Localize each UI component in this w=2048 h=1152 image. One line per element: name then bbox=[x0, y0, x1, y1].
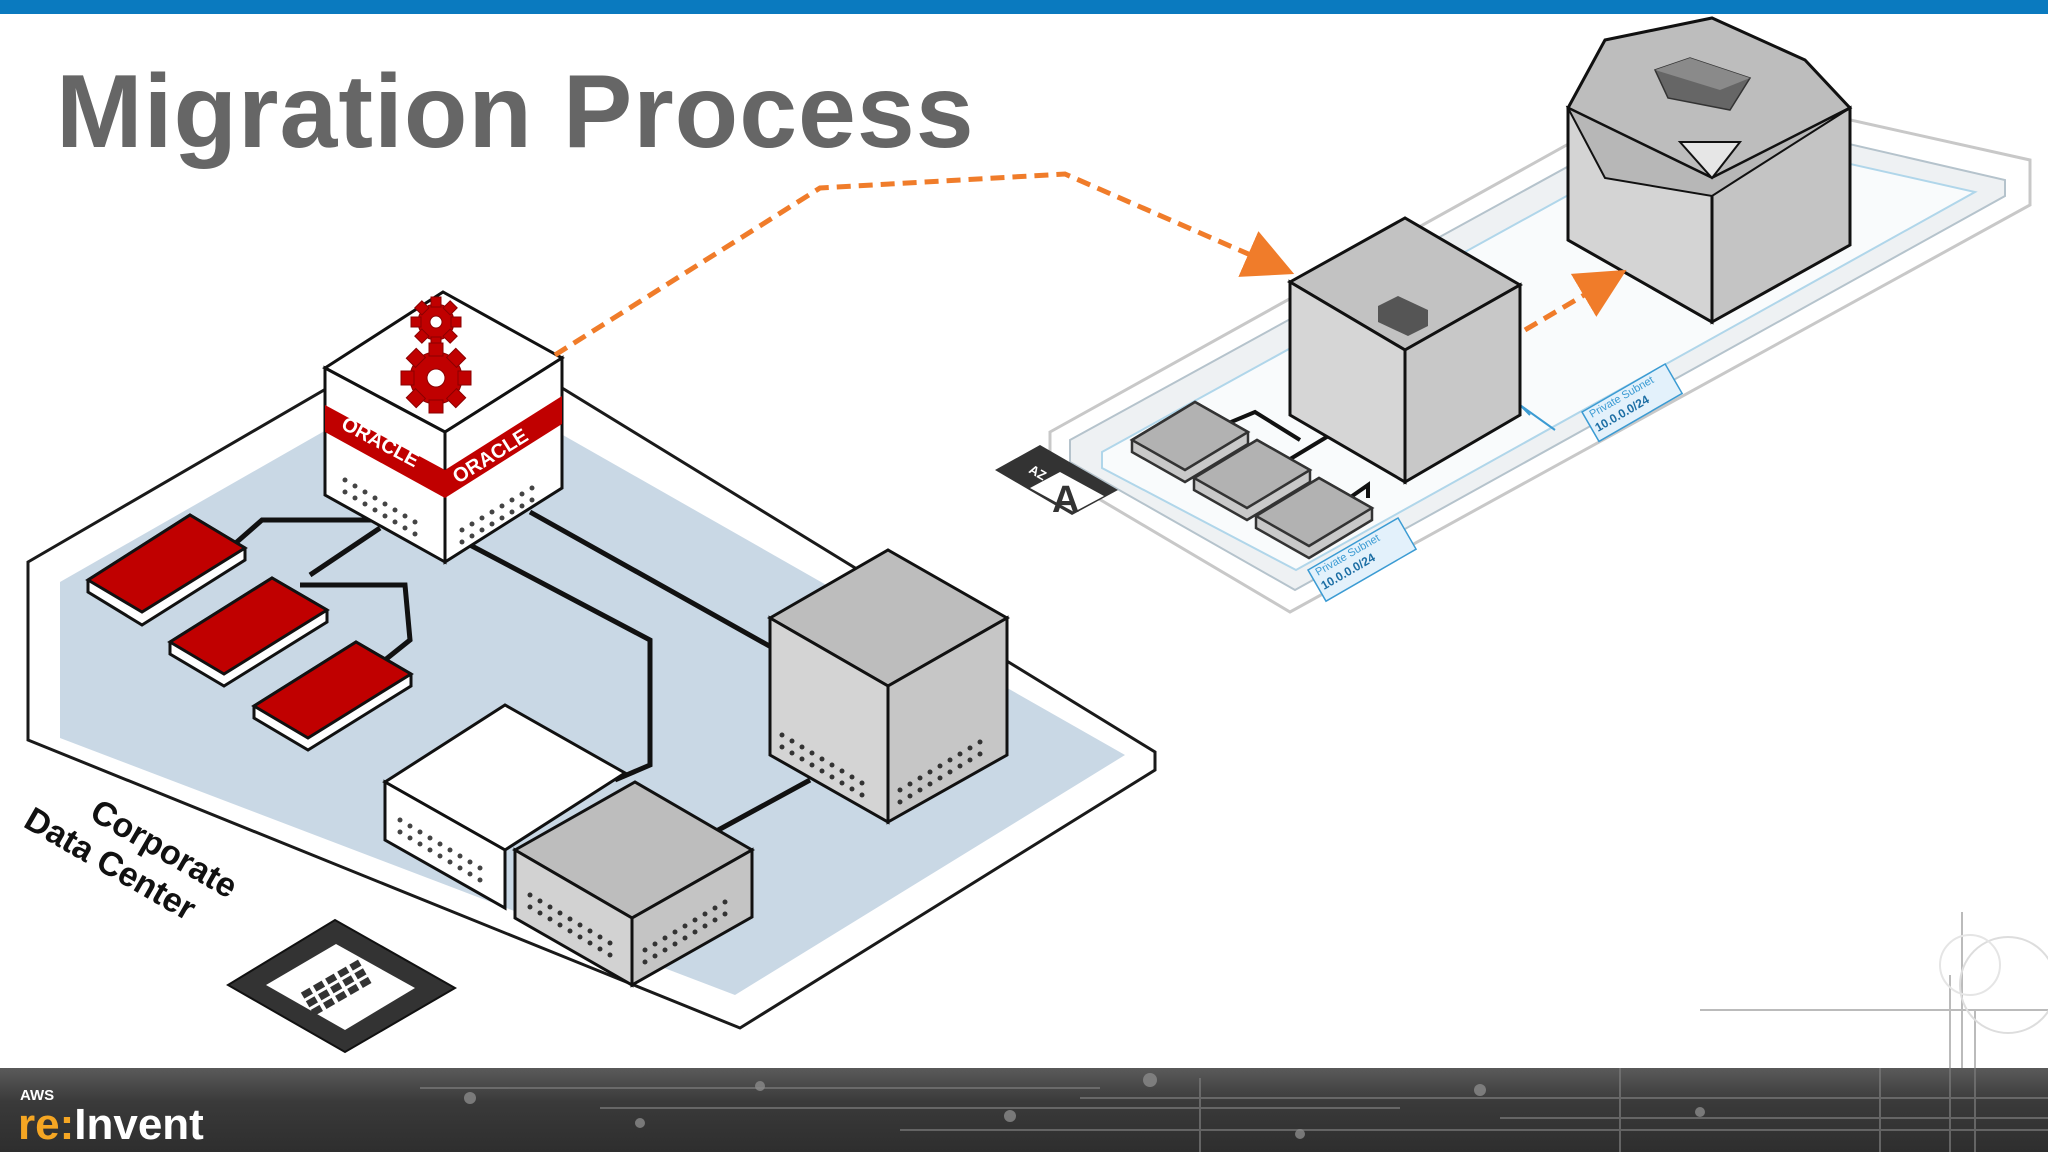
migration-arrow-to-ec2 bbox=[553, 171, 1295, 358]
storage-volume-1 bbox=[85, 513, 248, 627]
logo-re-text: re bbox=[18, 1100, 60, 1149]
grey-short-server bbox=[511, 780, 756, 988]
logo-aws-text: AWS bbox=[20, 1087, 55, 1104]
gear-icon bbox=[400, 342, 472, 414]
logo-invent-text: Invent bbox=[74, 1100, 204, 1149]
migration-arrow-to-rds bbox=[1523, 269, 1627, 333]
aws-vpc-platform bbox=[1048, 80, 2032, 614]
ebs-volume-3 bbox=[1253, 476, 1375, 560]
gear-icon bbox=[410, 296, 462, 348]
ebs-volume-1 bbox=[1129, 400, 1251, 484]
az-letter: A bbox=[1052, 479, 1079, 521]
storage-volume-2 bbox=[167, 576, 330, 688]
white-server bbox=[382, 703, 628, 911]
storage-volume-3 bbox=[251, 640, 414, 752]
migration-arrows bbox=[553, 171, 1627, 358]
grey-cube-server bbox=[766, 548, 1011, 825]
logo-colon-text: : bbox=[59, 1100, 75, 1149]
footer-circuit-pattern bbox=[420, 1068, 2048, 1152]
slide-title: Migration Process bbox=[56, 54, 975, 170]
top-accent-bar bbox=[0, 0, 2048, 14]
reinvent-logo: AWS re:Invent bbox=[18, 1088, 204, 1147]
ec2-instance bbox=[1286, 216, 1524, 485]
availability-zone-badge: AZ A bbox=[995, 445, 1118, 521]
circuit-decoration bbox=[1700, 912, 2048, 1068]
footer-bar bbox=[0, 1068, 2048, 1152]
database-icon bbox=[1565, 16, 1853, 325]
building-icon bbox=[226, 918, 458, 1054]
